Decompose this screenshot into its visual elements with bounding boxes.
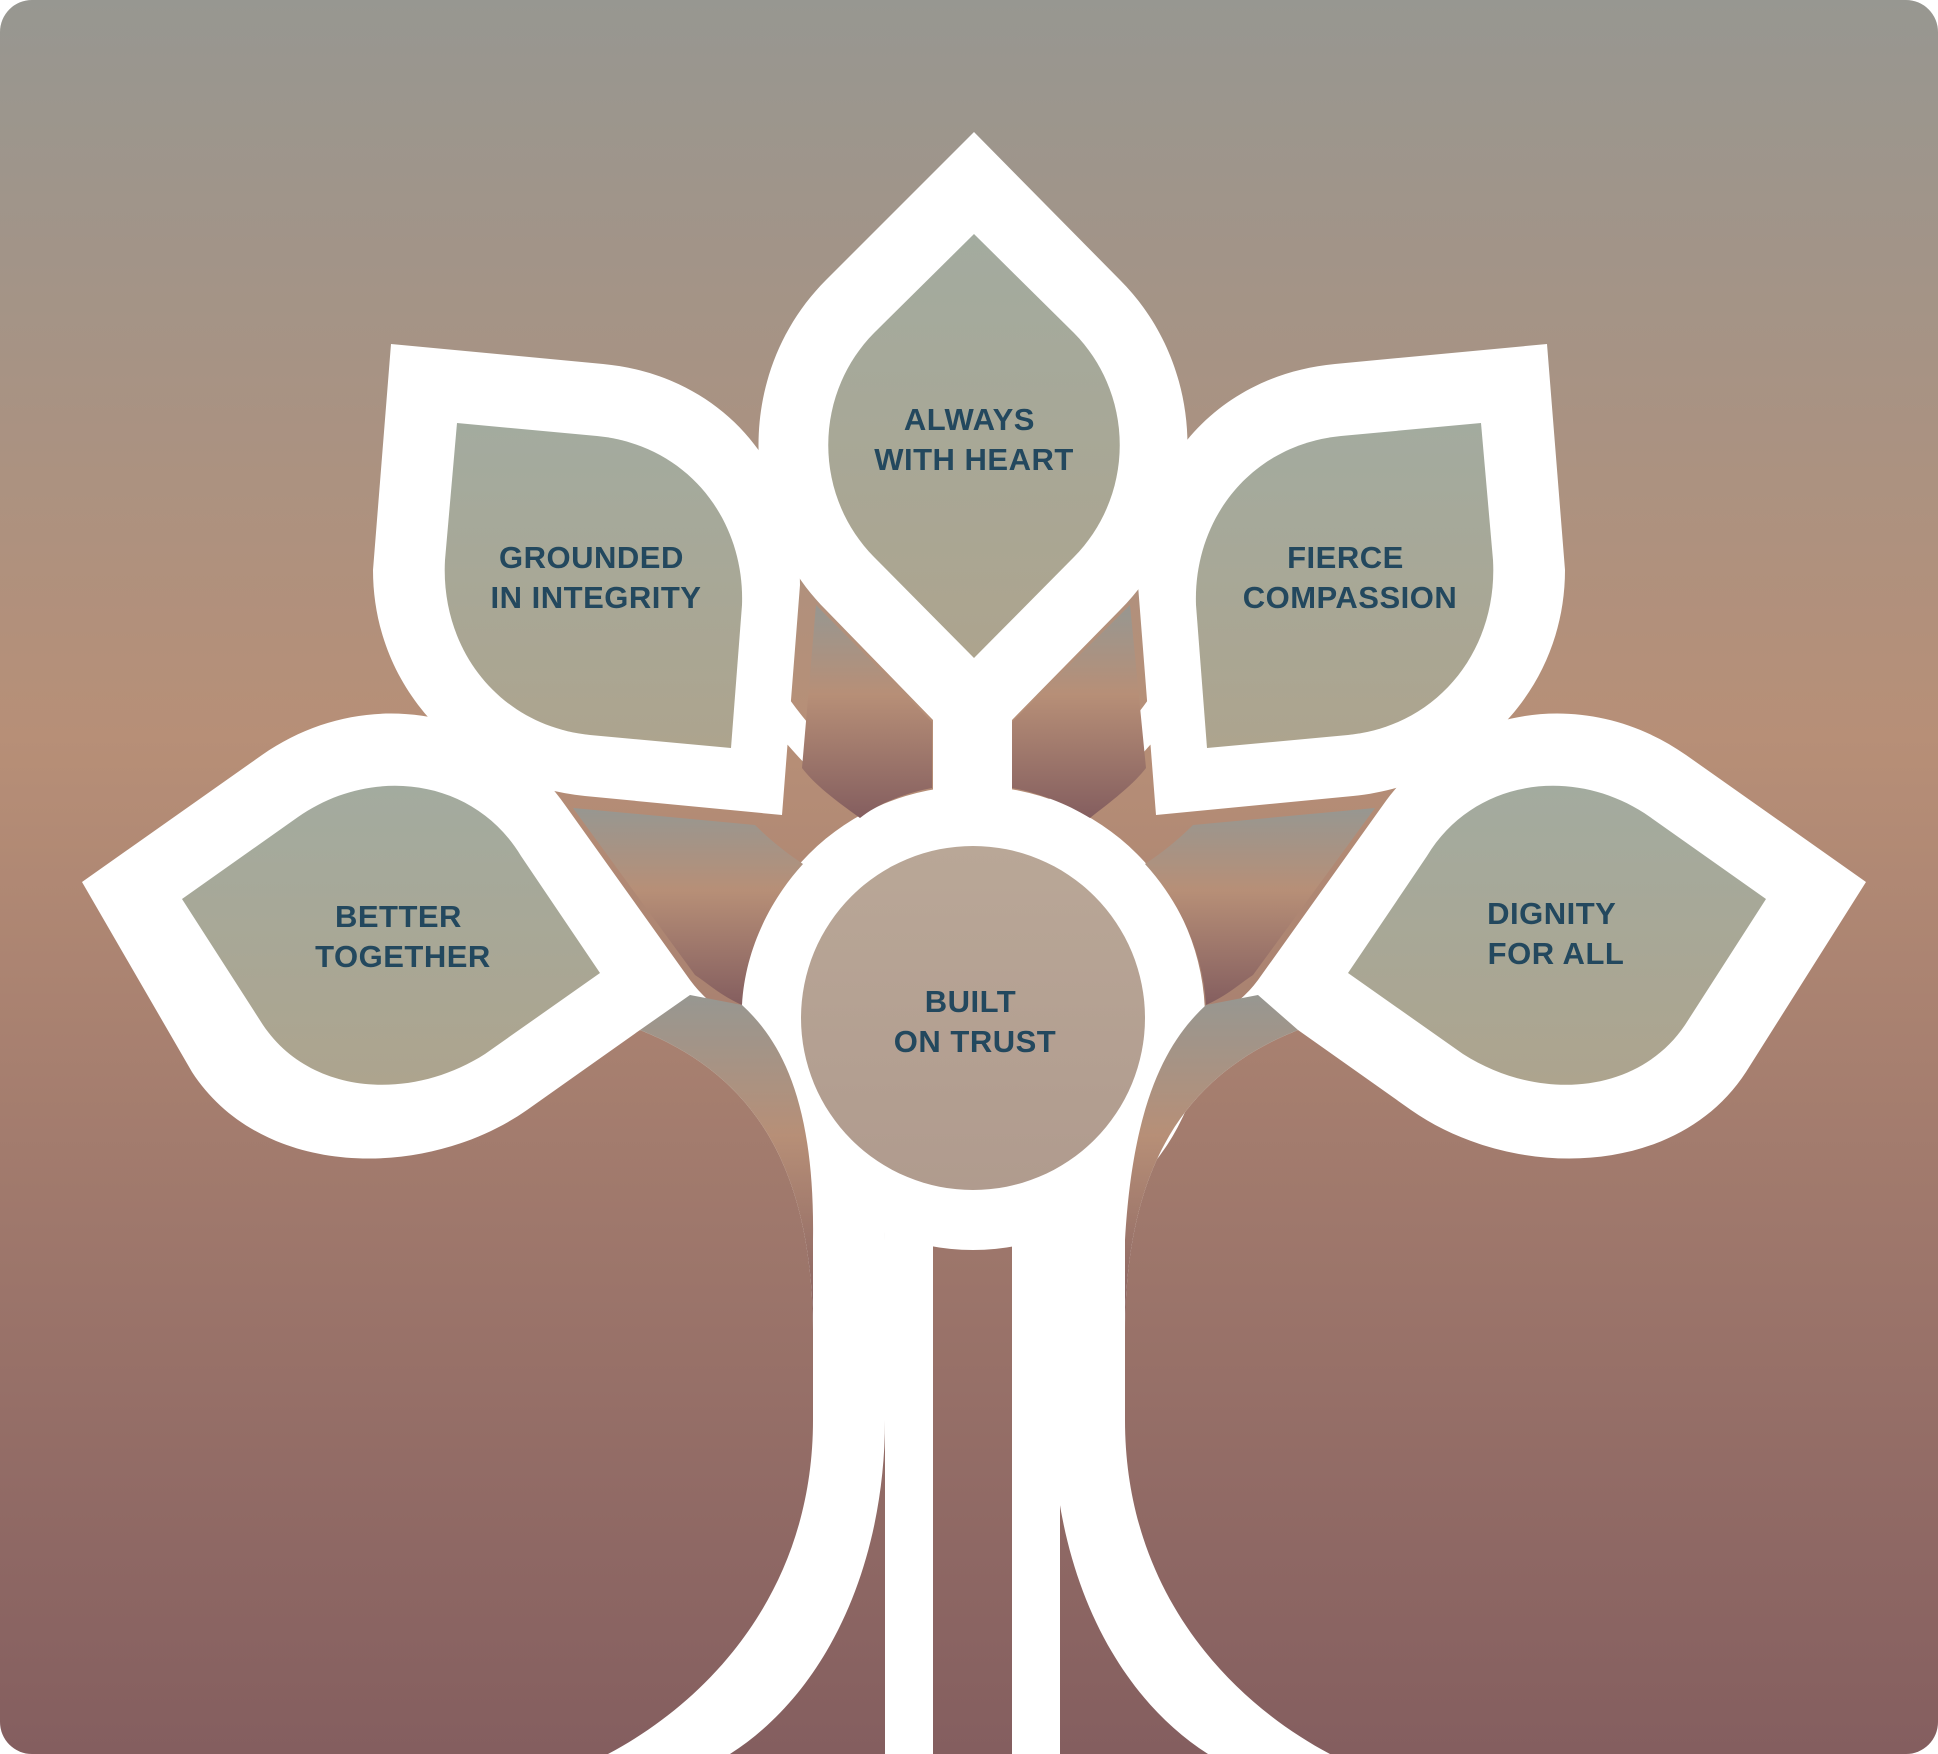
label-line: IN INTEGRITY xyxy=(491,580,702,615)
label-grounded-in-integrity: GROUNDED IN INTEGRITY xyxy=(491,540,702,615)
leaf-labels: ALWAYS WITH HEART GROUNDED IN INTEGRITY … xyxy=(315,402,1625,1059)
label-dignity-for-all: DIGNITY FOR ALL xyxy=(1487,896,1625,971)
gap-lower-left-trunk xyxy=(640,995,814,1330)
gap-trunk-center-left xyxy=(884,1225,933,1754)
gap-left xyxy=(573,808,803,1005)
label-always-with-heart: ALWAYS WITH HEART xyxy=(874,402,1074,477)
label-line: FIERCE xyxy=(1287,540,1404,575)
label-built-on-trust: BUILT ON TRUST xyxy=(894,984,1056,1059)
hub-fill xyxy=(801,846,1145,1190)
branch-gaps xyxy=(573,605,1375,1754)
leaf-fill-upper-left xyxy=(444,423,743,748)
label-line: BETTER xyxy=(335,899,462,934)
label-line: FOR ALL xyxy=(1488,936,1625,971)
label-line: WITH HEART xyxy=(874,442,1074,477)
gap-top-right xyxy=(1012,605,1146,818)
label-line: DIGNITY xyxy=(1487,896,1616,931)
label-better-together: BETTER TOGETHER xyxy=(315,899,491,974)
label-line: ALWAYS xyxy=(904,402,1035,437)
gap-top-left xyxy=(802,605,932,818)
gap-right xyxy=(1145,808,1375,1005)
label-line: ON TRUST xyxy=(894,1024,1056,1059)
leaf-fill-lower-left xyxy=(182,785,600,1085)
trunk-right-band xyxy=(1053,1030,1330,1754)
trunk-center-right xyxy=(1012,1225,1060,1754)
trunk-left-band xyxy=(608,1030,885,1754)
leaf-fills xyxy=(182,234,1766,1085)
label-line: GROUNDED xyxy=(499,540,684,575)
label-line: TOGETHER xyxy=(315,939,491,974)
leaf-fill-lower-right xyxy=(1348,785,1766,1085)
gap-lower-right-trunk xyxy=(1125,995,1298,1330)
label-line: COMPASSION xyxy=(1243,580,1458,615)
label-line: BUILT xyxy=(925,984,1016,1019)
leaf-fill-upper-right xyxy=(1195,423,1494,748)
leaf-fill-top xyxy=(828,234,1120,658)
label-fierce-compassion: FIERCE COMPASSION xyxy=(1243,540,1458,615)
